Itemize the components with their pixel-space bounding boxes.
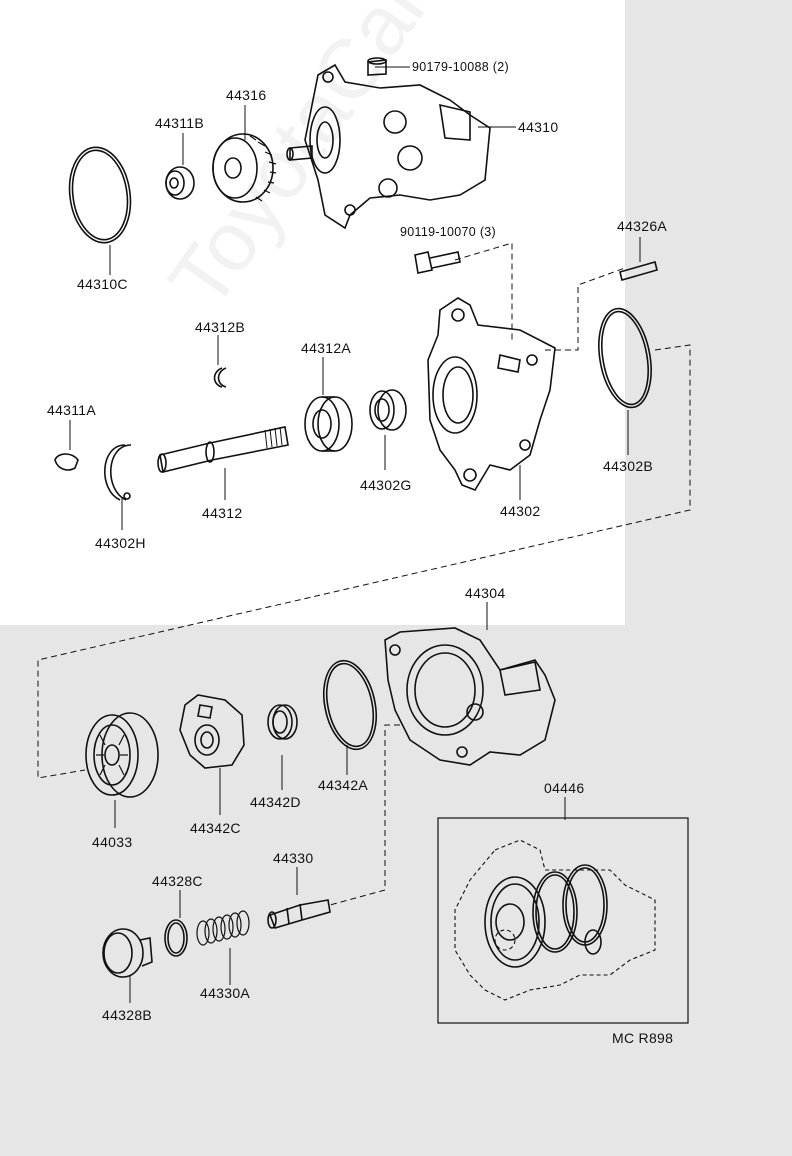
label-44342A: 44342A xyxy=(318,777,369,793)
label-44302H: 44302H xyxy=(95,535,146,551)
rotor-kit-44033 xyxy=(85,712,159,798)
gear-44316 xyxy=(212,133,277,203)
flow-valve-44330 xyxy=(267,899,331,929)
plug-44328B xyxy=(102,928,153,978)
shaft-44312 xyxy=(157,426,289,473)
label-44312: 44312 xyxy=(202,505,243,521)
label-44310C: 44310C xyxy=(77,276,128,292)
label-44326A: 44326A xyxy=(617,218,668,234)
label-44330: 44330 xyxy=(273,850,314,866)
pump-assembly-44310 xyxy=(286,57,491,230)
label-44312A: 44312A xyxy=(301,340,352,356)
label-44302G: 44302G xyxy=(360,477,412,493)
label-44311A: 44311A xyxy=(47,402,97,418)
label-44342C: 44342C xyxy=(190,820,241,836)
dashed-alignment-lines xyxy=(37,242,691,906)
housing-44302 xyxy=(427,297,556,491)
snap-ring-44302H xyxy=(104,444,132,501)
label-44033: 44033 xyxy=(92,834,133,850)
cam-ring-44342C xyxy=(179,694,245,769)
pin-44326A xyxy=(619,261,658,281)
label-44316: 44316 xyxy=(226,87,267,103)
label-44310: 44310 xyxy=(518,119,559,135)
o-ring-44328C xyxy=(164,919,188,957)
spring-44342D xyxy=(267,704,298,740)
label-04446: 04446 xyxy=(544,780,585,796)
label-44330A: 44330A xyxy=(200,985,251,1001)
label-44304: 44304 xyxy=(465,585,506,601)
spring-44330A xyxy=(196,910,250,946)
bearing-44312A xyxy=(304,396,353,452)
nut-44311B xyxy=(165,166,195,200)
label-44328B: 44328B xyxy=(102,1007,153,1023)
label-90179-10088: 90179-10088 (2) xyxy=(412,60,509,74)
label-44311B: 44311B xyxy=(155,115,205,131)
o-ring-44310C xyxy=(68,146,132,244)
label-44342D: 44342D xyxy=(250,794,301,810)
clip-44312B xyxy=(213,367,227,388)
o-ring-44302B xyxy=(598,307,652,409)
front-housing-44304 xyxy=(384,627,556,766)
gasket-kit-box-04446 xyxy=(437,817,689,1024)
background-right xyxy=(625,0,792,625)
label-44302: 44302 xyxy=(500,503,541,519)
label-44302B: 44302B xyxy=(603,458,654,474)
label-44328C: 44328C xyxy=(152,873,203,889)
diagram-code: MC R898 xyxy=(612,1030,674,1046)
seal-44302G xyxy=(369,389,407,431)
leader-lines xyxy=(69,66,641,1003)
key-44311A xyxy=(54,453,79,471)
label-44312B: 44312B xyxy=(195,319,246,335)
label-90119-10070: 90119-10070 (3) xyxy=(400,225,497,239)
bolt-90119 xyxy=(414,251,461,274)
o-ring-44342A xyxy=(323,659,377,751)
